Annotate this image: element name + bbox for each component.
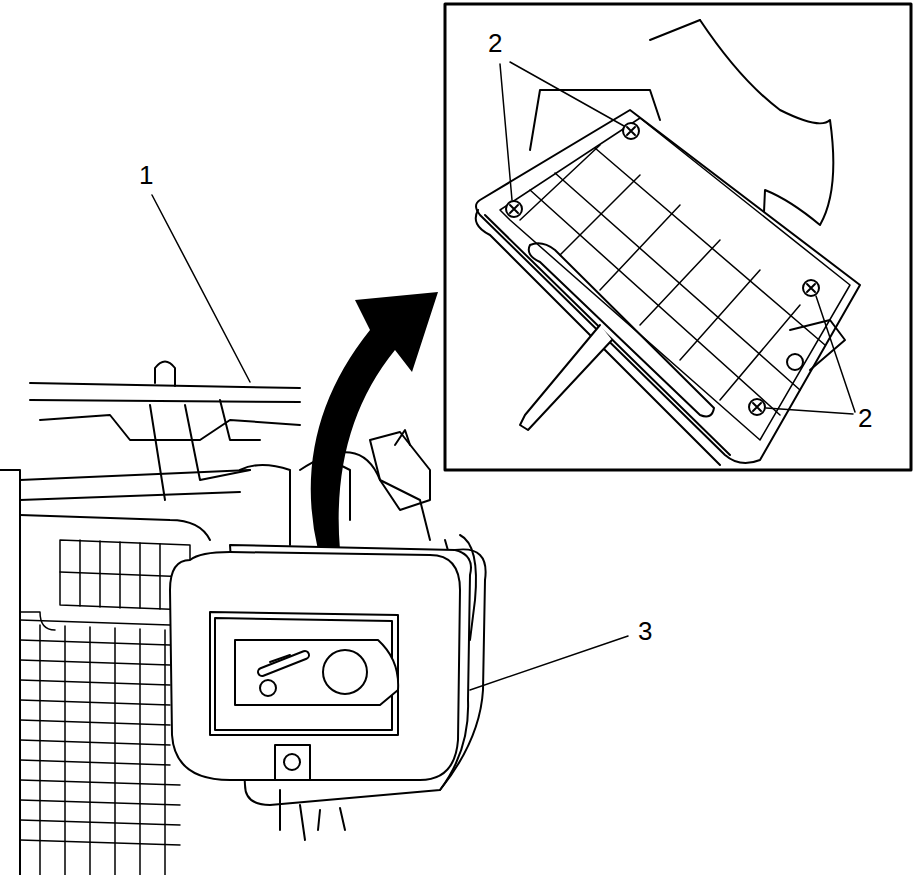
callout-number: 2 (486, 30, 504, 56)
callout-number: 2 (856, 405, 874, 431)
leader-lines (152, 62, 855, 690)
callout-number: 1 (137, 162, 155, 188)
hvac-case (0, 362, 476, 875)
detail-inset-frame (445, 4, 911, 470)
actuator (170, 545, 486, 840)
callout-number: 3 (636, 618, 654, 644)
grille (20, 540, 190, 875)
movement-arrow (311, 292, 438, 550)
actuator-rear-detail (476, 20, 860, 465)
